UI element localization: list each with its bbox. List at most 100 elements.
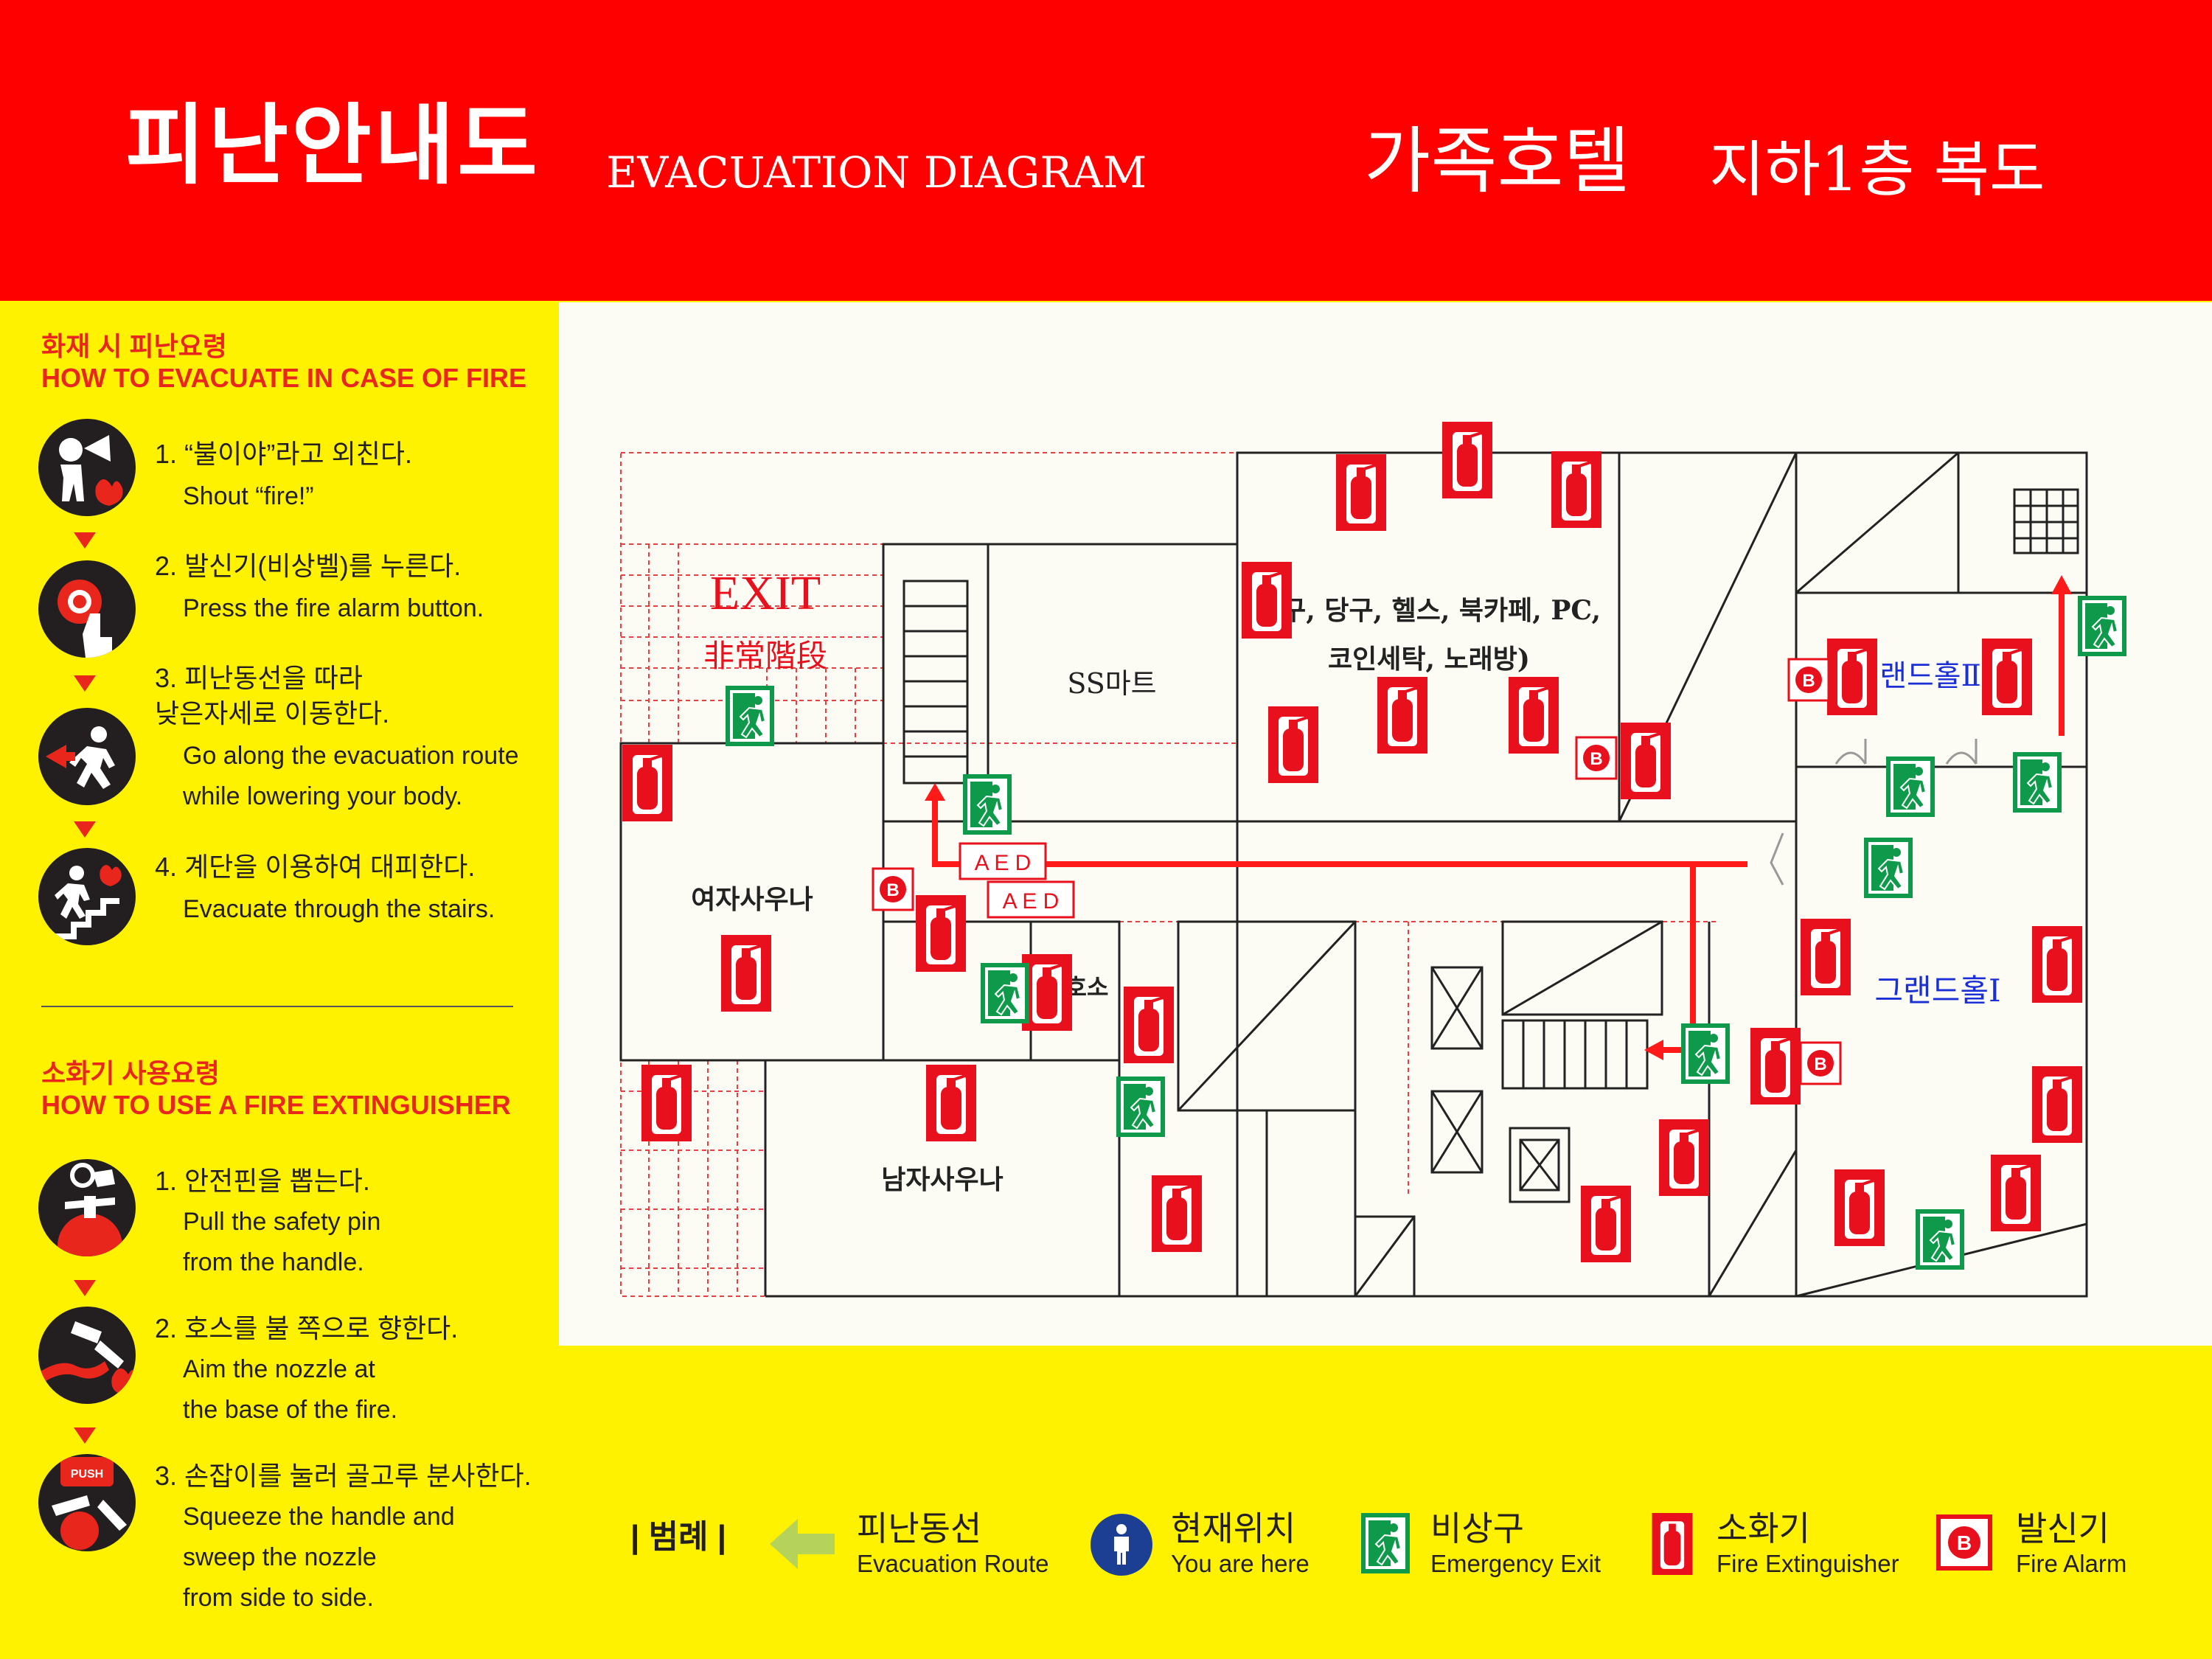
extinguisher-title-kr: 소화기 사용요령 [41, 1058, 220, 1088]
header-banner: 피난안내도 EVACUATION DIAGRAM 가족호텔 지하1층 복도 [0, 0, 2212, 301]
legend-location-kr: 현재위치 [1171, 1509, 1296, 1548]
emergency-stairs-label: 非常階段 [703, 638, 827, 674]
evacuate-step-1-kr: 1. “불이야”라고 외친다. [155, 439, 412, 469]
legend-extinguisher-kr: 소화기 [1717, 1509, 1810, 1548]
legend-alarm-kr: 발신기 [2016, 1509, 2110, 1548]
step-arrow-icon [74, 821, 96, 838]
grand-hall-1-label: 그랜드홀Ⅰ [1874, 973, 2000, 1009]
emergency-exit-icon [962, 773, 1012, 835]
legend-exit-en: Emergency Exit [1430, 1550, 1601, 1577]
extinguisher-step-3-kr: 3. 손잡이를 눌러 골고루 분사한다. [155, 1461, 532, 1491]
fire-alarm-icon [872, 867, 914, 911]
amenities-label-line-2: 코인세탁, 노래방) [1328, 644, 1530, 675]
fire-extinguisher-icon [1833, 1168, 1886, 1248]
fire-extinguisher-icon [1644, 1513, 1700, 1575]
aed-box-1 [959, 842, 1047, 880]
fire-extinguisher-icon [1989, 1153, 2042, 1233]
legend-route-kr: 피난동선 [857, 1509, 982, 1548]
person-location-icon [1090, 1513, 1153, 1576]
legend-route-en: Evacuation Route [857, 1550, 1049, 1577]
aed-label-1: A E D [975, 851, 1032, 875]
fire-extinguisher-icon [2031, 1065, 2084, 1144]
extinguisher-step-1-kr: 1. 안전핀을 뽑는다. [155, 1166, 370, 1196]
evacuate-step-2-kr: 2. 발신기(비상벨)를 누른다. [155, 551, 462, 581]
step-arrow-icon [74, 1280, 96, 1296]
emergency-exit-icon [2077, 595, 2127, 657]
fire-extinguisher-icon [621, 743, 674, 823]
fire-extinguisher-icon [1799, 917, 1852, 997]
fire-alarm-icon [1799, 1041, 1842, 1085]
grand-hall-2-label: 랜드홀Ⅱ [1879, 659, 1981, 693]
alarm-button-press-icon [38, 560, 136, 658]
evacuation-arrow-icon [768, 1517, 836, 1571]
emergency-exit-icon [2012, 751, 2062, 813]
title-english: EVACUATION DIAGRAM [606, 147, 1147, 198]
running-person-icon [38, 708, 136, 805]
step-arrow-icon [74, 1427, 96, 1444]
title-korean: 피난안내도 [125, 94, 540, 196]
men-sauna-label: 남자사우나 [881, 1164, 1004, 1195]
fire-alarm-icon: B [1936, 1514, 1992, 1571]
fire-extinguisher-icon [1579, 1184, 1632, 1264]
step-arrow-icon [74, 532, 96, 549]
floor-location: 지하1층 복도 [1709, 135, 2045, 205]
legend-exit-kr: 비상구 [1430, 1509, 1524, 1548]
aed-label-2: A E D [1003, 889, 1060, 914]
fire-extinguisher-icon [1619, 721, 1672, 801]
legend-extinguisher-en: Fire Extinguisher [1717, 1550, 1899, 1577]
extinguisher-step-2-kr: 2. 호스를 불 쪽으로 향한다. [155, 1313, 459, 1343]
stairs-escape-icon [38, 848, 136, 945]
push-label: PUSH [71, 1468, 103, 1481]
aed-box-2 [987, 880, 1075, 919]
fire-extinguisher-icon [1550, 450, 1603, 529]
emergency-exit-icon [1915, 1208, 1965, 1270]
emergency-exit-icon [1680, 1023, 1731, 1085]
section-divider [41, 1006, 513, 1007]
emergency-exit-icon [1863, 837, 1913, 899]
fire-extinguisher-icon [2031, 925, 2084, 1004]
room-partial-label: 호소 [1065, 973, 1109, 1001]
aim-nozzle-icon [38, 1307, 136, 1404]
fire-extinguisher-icon [1826, 637, 1879, 717]
fire-extinguisher-icon [1020, 953, 1074, 1032]
fire-extinguisher-icon [925, 1063, 978, 1143]
fire-extinguisher-icon [1335, 453, 1388, 532]
fire-extinguisher-icon [1980, 637, 2034, 717]
emergency-exit-icon [725, 685, 775, 747]
emergency-exit-icon [1116, 1076, 1166, 1138]
fire-extinguisher-icon [1441, 420, 1494, 500]
fire-extinguisher-icon [1267, 705, 1320, 785]
amenities-label-line-1: 탁구, 당구, 헬스, 북카페, PC, [1257, 595, 1601, 626]
fire-alarm-icon [1787, 658, 1830, 702]
fire-extinguisher-icon [1749, 1026, 1802, 1106]
fire-alarm-icon [1575, 736, 1618, 780]
floor-plan-map: B [559, 302, 2212, 1346]
fire-extinguisher-icon [1240, 560, 1293, 640]
fire-extinguisher-icon [720, 933, 773, 1013]
extinguisher-step-2-en: Aim the nozzle at the base of the fire. [183, 1355, 398, 1424]
legend-location-en: You are here [1171, 1550, 1310, 1577]
ss-mart-label: SS마트 [1067, 667, 1156, 700]
evacuate-title-en: HOW TO EVACUATE IN CASE OF FIRE [41, 363, 527, 394]
extinguisher-step-1-en: Pull the safety pin from the handle. [183, 1208, 381, 1276]
women-sauna-label: 여자사우나 [691, 884, 813, 915]
evacuate-title-kr: 화재 시 피난요령 [41, 331, 227, 361]
fire-extinguisher-icon [1150, 1174, 1203, 1253]
hotel-name: 가족호텔 [1364, 119, 1630, 204]
evacuation-route [925, 575, 2072, 1060]
fire-extinguisher-icon [1376, 675, 1429, 755]
emergency-exit-icon [1885, 756, 1935, 818]
fire-extinguisher-icon [1122, 985, 1175, 1065]
evacuate-step-3-en: Go along the evacuation route while lowe… [183, 742, 519, 810]
evacuate-step-1-en: Shout “fire!” [183, 482, 314, 510]
fire-extinguisher-icon [1507, 675, 1560, 755]
fire-extinguisher-icon [640, 1063, 693, 1143]
svg-text:B: B [1957, 1531, 1972, 1554]
legend-alarm-en: Fire Alarm [2016, 1550, 2127, 1577]
evacuate-section-title: 화재 시 피난요령 HOW TO EVACUATE IN CASE OF FIR… [41, 330, 526, 394]
fire-extinguisher-icon [1658, 1118, 1711, 1197]
emergency-exit-icon [1357, 1513, 1414, 1573]
shouting-person-icon [38, 419, 136, 516]
step-arrow-icon [74, 675, 96, 692]
extinguisher-title-en: HOW TO USE A FIRE EXTINGUISHER [41, 1090, 511, 1121]
